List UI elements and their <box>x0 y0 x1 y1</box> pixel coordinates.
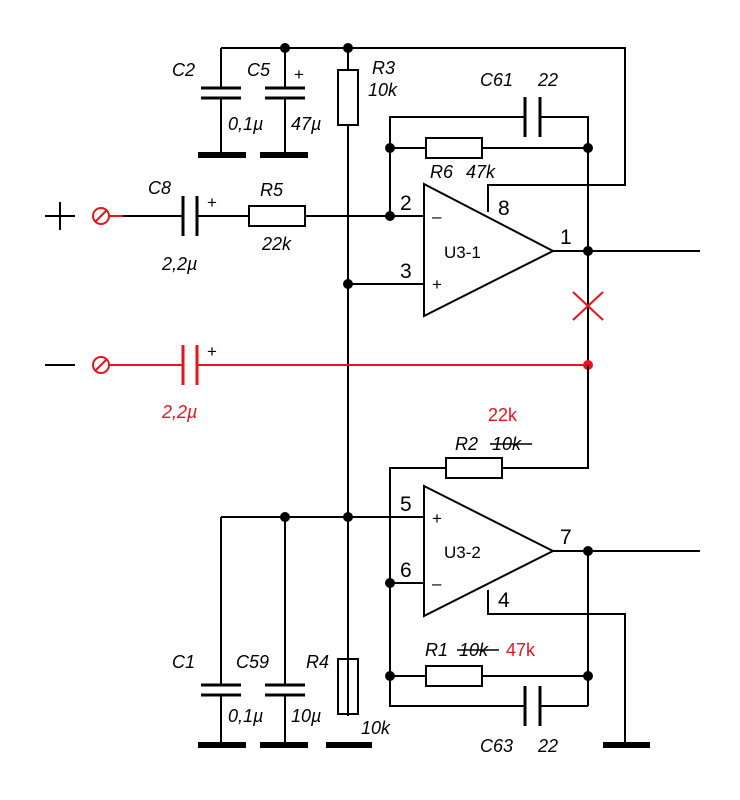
u3-2-label: U3-2 <box>444 543 481 562</box>
u3-1-inv-sign: – <box>432 207 442 226</box>
r1-ref: R1 <box>425 640 448 660</box>
c5-plus: + <box>294 65 304 84</box>
capacitor-c8: C8 + 2,2µ <box>148 178 217 274</box>
u3-2-noninv-sign: + <box>432 509 442 528</box>
new-cap-value: 2,2µ <box>161 402 197 422</box>
top-supply-rail <box>220 43 626 716</box>
r5-ref: R5 <box>260 180 284 200</box>
c5-ref: C5 <box>247 60 271 80</box>
capacitor-c63: C63 22 <box>480 686 558 756</box>
opamp-u3-1: 2 3 1 8 – + U3-1 <box>343 182 700 318</box>
u3-2-pin-noninv: 5 <box>400 493 412 516</box>
r2-ref: R2 <box>455 434 478 454</box>
r3-ref: R3 <box>372 58 395 78</box>
capacitor-c59: C59 10µ <box>236 517 321 748</box>
capacitor-c2: C2 0,1µ <box>172 60 263 158</box>
c5-value: 47µ <box>291 114 321 134</box>
opamp-u3-2: 5 6 7 4 + – U3-2 <box>221 484 700 748</box>
minus-input-terminal <box>45 356 593 374</box>
junction-dot <box>385 671 395 681</box>
r3-value: 10k <box>368 80 398 100</box>
capacitor-c1: C1 0,1µ <box>172 517 263 748</box>
u3-1-noninv-sign: + <box>432 275 442 294</box>
c1-ref: C1 <box>172 652 195 672</box>
r4-ref: R4 <box>306 652 329 672</box>
resistor-r4: R4 10k <box>306 652 391 748</box>
junction-dot <box>280 43 290 53</box>
r4-value: 10k <box>361 718 391 738</box>
u3-2-feedback <box>385 551 593 707</box>
junction-dot <box>583 143 593 153</box>
c59-value: 10µ <box>291 706 321 726</box>
u3-2-pin-inv: 6 <box>400 559 412 582</box>
c1-value: 0,1µ <box>228 706 263 726</box>
u3-1-pin-noninv: 3 <box>400 260 412 283</box>
capacitor-c61: C61 22 <box>480 70 558 137</box>
junction-dot <box>343 43 353 53</box>
u3-2-pin-pwr: 4 <box>498 589 510 612</box>
c63-value: 22 <box>537 736 558 756</box>
plus-input-terminal <box>45 202 424 230</box>
c8-ref: C8 <box>148 178 171 198</box>
junction-dot <box>385 143 395 153</box>
u3-1-pin-pwr: 8 <box>498 197 510 220</box>
r2-new-value: 22k <box>488 405 518 425</box>
r1-new-value: 47k <box>506 640 536 660</box>
r6-value: 47k <box>466 162 496 182</box>
resistor-r1: R1 10k 47k <box>425 640 536 687</box>
u3-2-inv-sign: – <box>432 574 442 593</box>
c8-plus: + <box>207 193 217 212</box>
junction-dot <box>343 279 353 289</box>
u3-2-pin-out: 7 <box>560 526 572 549</box>
r6-ref: R6 <box>430 162 454 182</box>
junction-dot <box>343 512 353 522</box>
c63-ref: C63 <box>480 736 513 756</box>
r5-value: 22k <box>261 234 292 254</box>
cut-mark <box>572 291 604 321</box>
c8-value: 2,2µ <box>161 254 197 274</box>
junction-dot <box>583 671 593 681</box>
junction-dot <box>583 246 593 256</box>
resistor-r3: R3 10k <box>337 58 398 126</box>
u3-1-label: U3-1 <box>444 243 481 262</box>
c59-ref: C59 <box>236 652 269 672</box>
c2-value: 0,1µ <box>228 114 263 134</box>
u3-1-pin-inv: 2 <box>400 192 412 215</box>
u3-1-feedback <box>385 116 593 365</box>
c61-value: 22 <box>537 70 558 90</box>
resistor-r5: R5 22k <box>248 180 306 254</box>
resistor-r2: R2 10k 22k <box>389 365 589 583</box>
capacitor-c5: C5 + 47µ <box>247 60 321 158</box>
junction-dot <box>385 211 395 221</box>
new-cap-plus: + <box>207 342 217 361</box>
resistor-r6: R6 47k <box>425 137 496 182</box>
c61-ref: C61 <box>480 70 513 90</box>
capacitor-new: + 2,2µ <box>161 342 217 422</box>
u3-1-pin-out: 1 <box>560 226 572 249</box>
c2-ref: C2 <box>172 60 195 80</box>
